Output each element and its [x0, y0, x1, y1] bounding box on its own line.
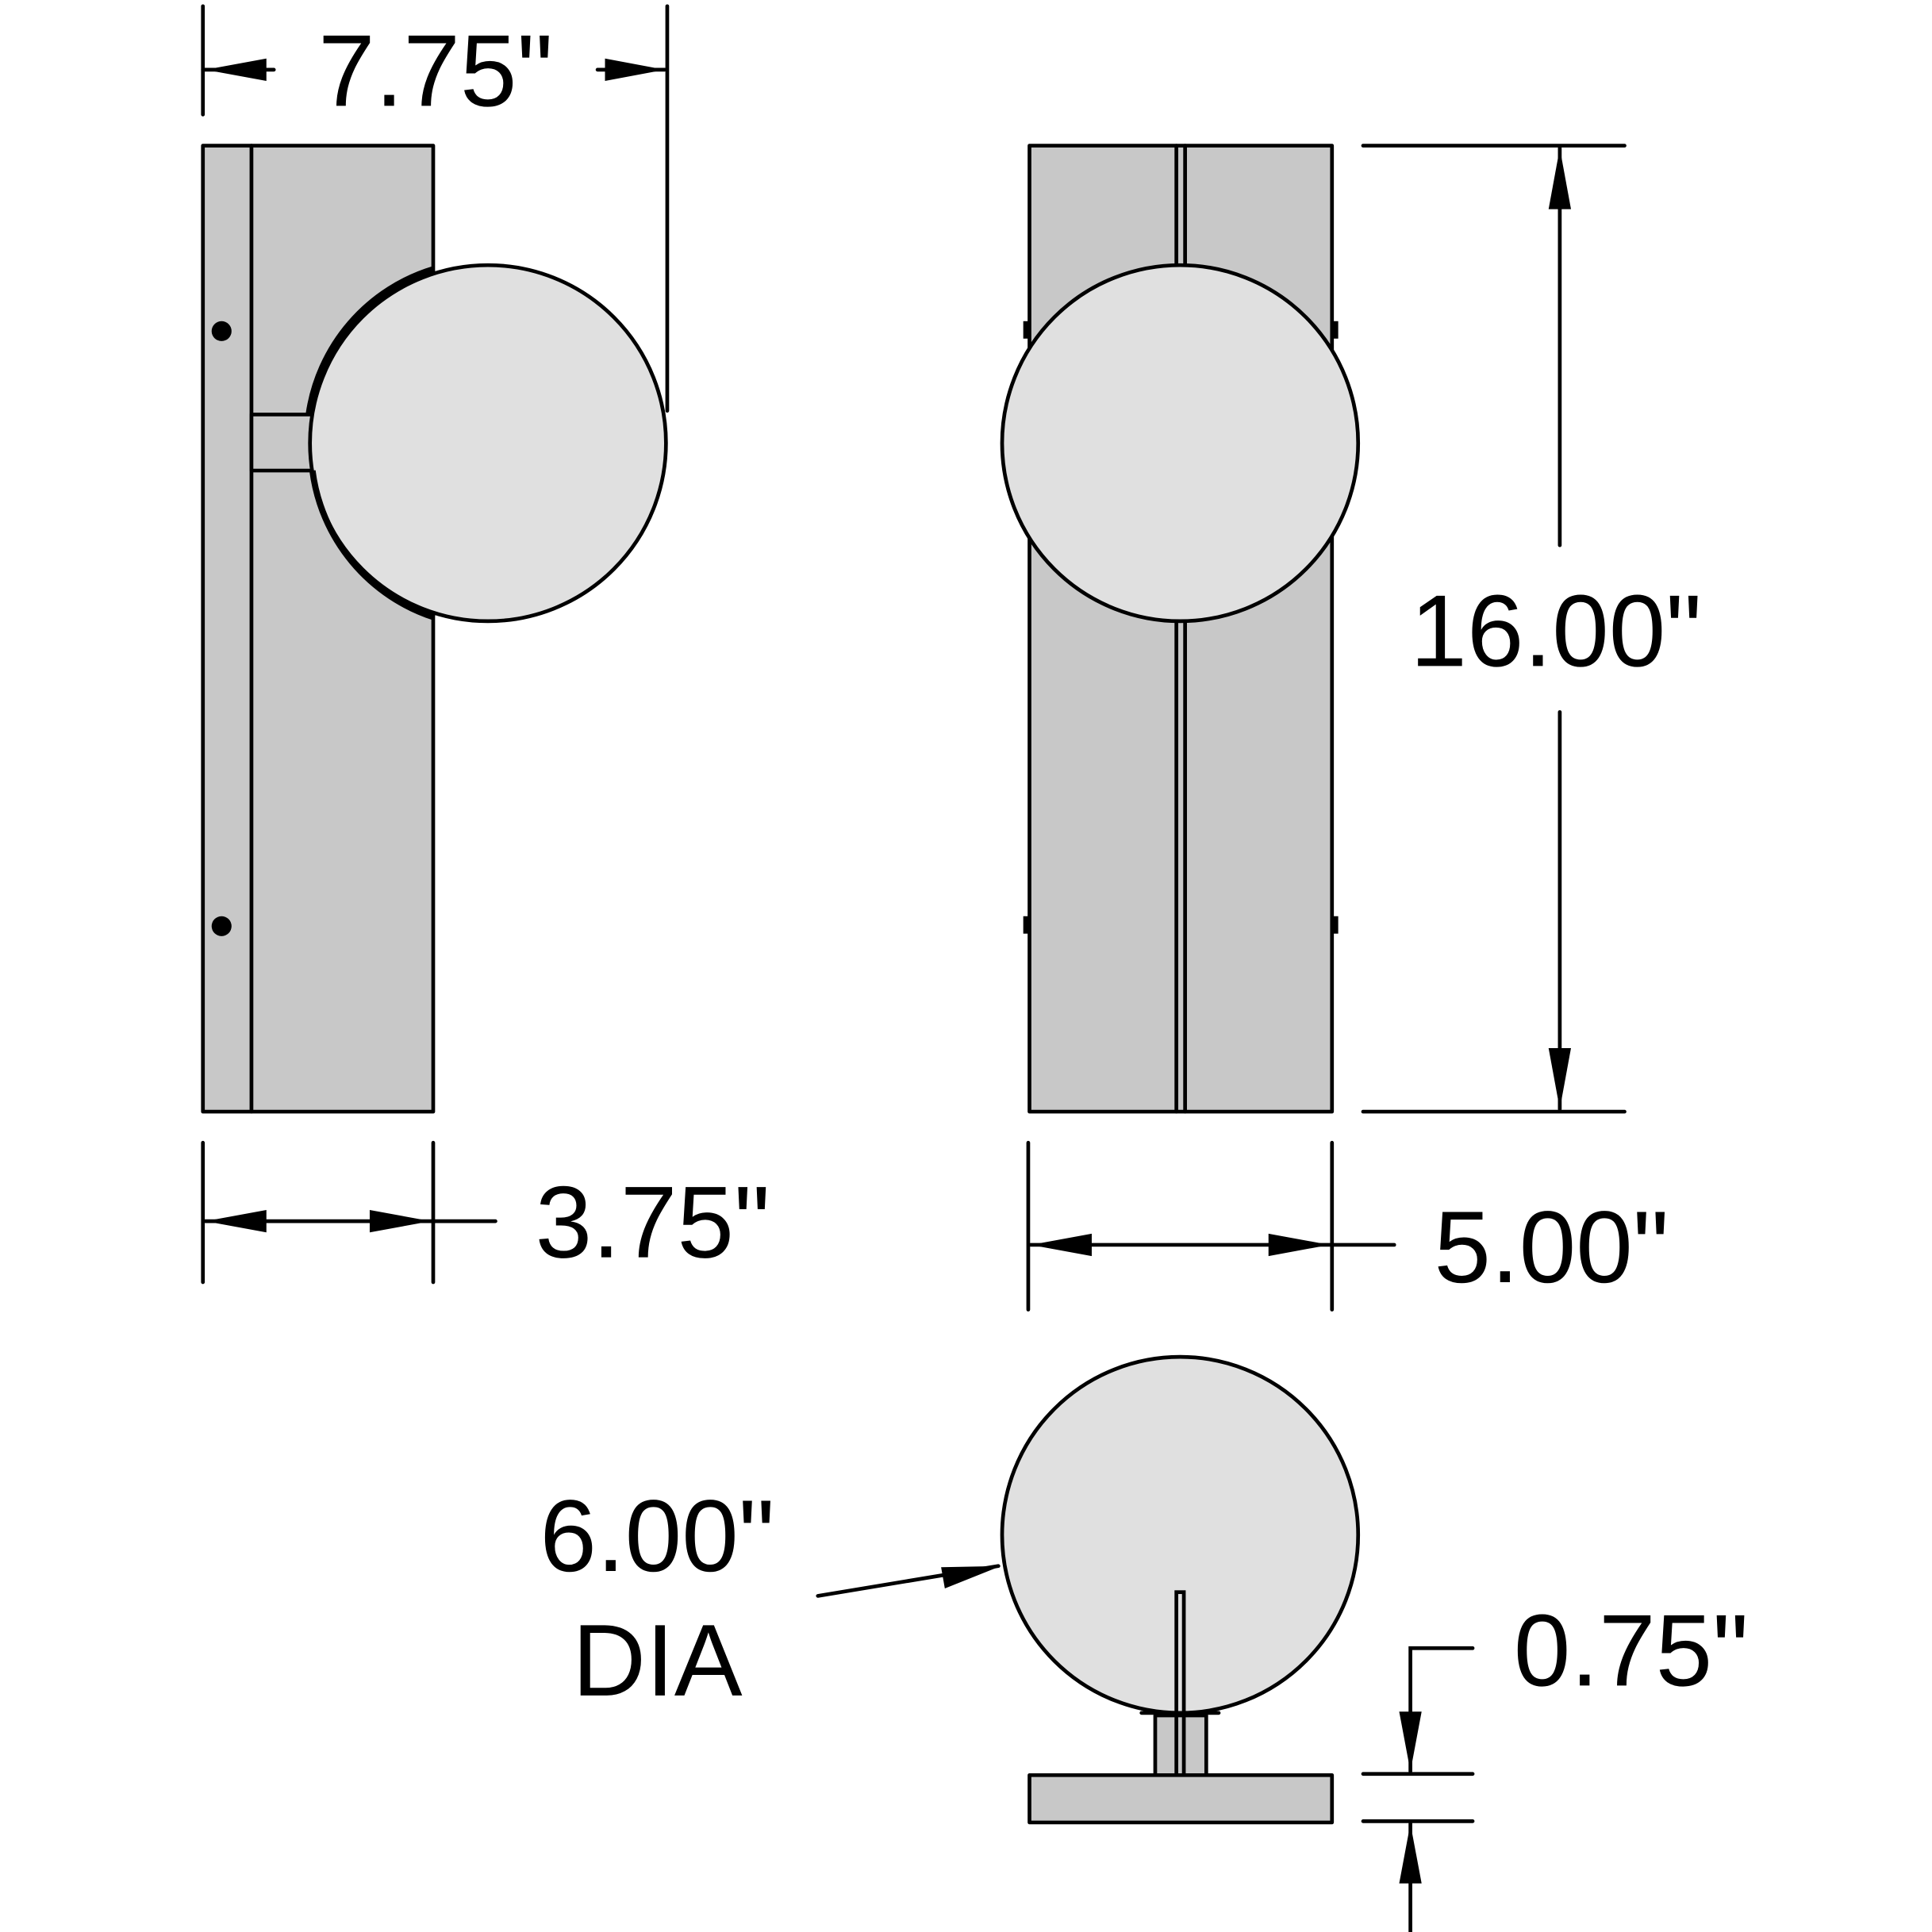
- label-backplate-thickness: 0.75": [1514, 1594, 1749, 1707]
- mounting-screw-bottom: [211, 916, 232, 936]
- side-globe: [308, 263, 668, 624]
- label-overall-height: 16.00": [1410, 574, 1702, 688]
- bottom-collar: [1153, 1713, 1208, 1777]
- label-globe-diameter-value: 6.00": [540, 1480, 774, 1593]
- dimension-globe-diameter: 6.00" DIA: [540, 1480, 1001, 1718]
- dimension-overall-projection: 7.75": [201, 4, 670, 413]
- bottom-backplate: [1027, 1773, 1335, 1825]
- front-tab-left-bottom: [1023, 916, 1030, 934]
- front-tab-right-bottom: [1331, 916, 1339, 934]
- side-arm-connector: [249, 413, 315, 473]
- front-tab-right-top: [1331, 321, 1339, 339]
- label-backplate-depth: 3.75": [536, 1166, 770, 1280]
- label-backplate-width: 5.00": [1434, 1191, 1669, 1304]
- front-globe: [1000, 263, 1361, 624]
- front-tab-left-top: [1023, 321, 1030, 339]
- side-globe-rim-lower: [309, 470, 436, 620]
- mounting-screw-top: [211, 321, 232, 341]
- dimension-backplate-thickness: 0.75": [1361, 1594, 1749, 1932]
- dimension-backplate-width: 5.00": [1026, 1140, 1669, 1312]
- side-globe-rim: [305, 266, 436, 416]
- label-overall-projection: 7.75": [318, 14, 553, 128]
- front-view: [1000, 144, 1361, 1114]
- dimension-overall-height: 16.00": [1361, 144, 1702, 1114]
- bottom-view: [1000, 1354, 1361, 1825]
- dimension-backplate-depth: 3.75": [201, 1140, 770, 1285]
- label-globe-diameter-suffix: DIA: [572, 1604, 743, 1718]
- side-view: [201, 144, 668, 1114]
